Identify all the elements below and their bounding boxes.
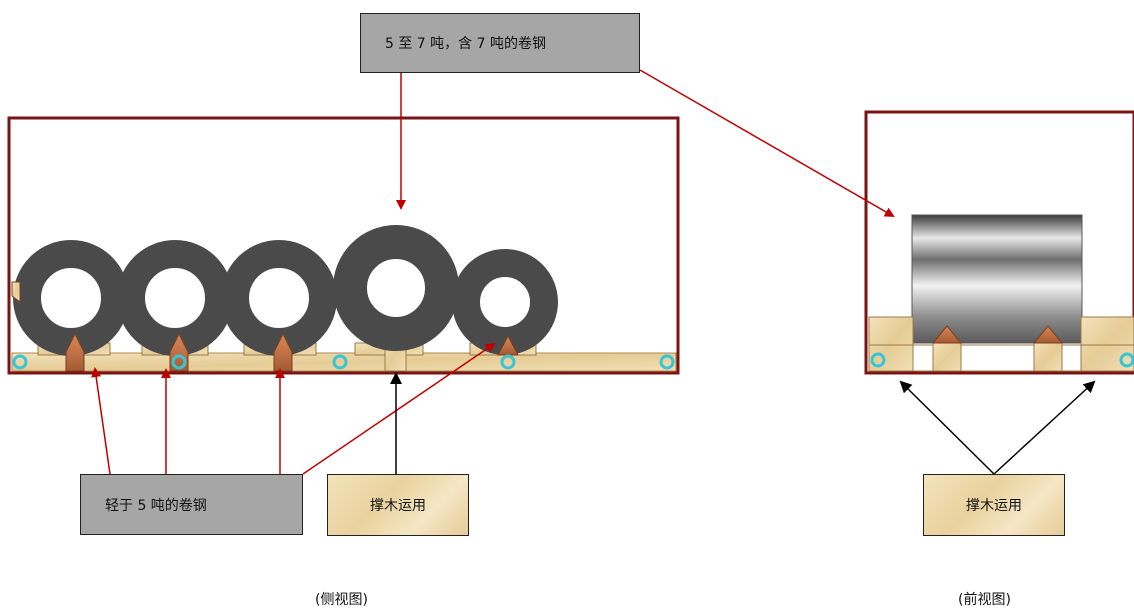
front-lashing-rings xyxy=(870,352,1134,368)
side-view xyxy=(7,116,680,375)
front-view xyxy=(864,110,1134,375)
arrow-heavy-to-front xyxy=(639,69,895,217)
arrow-dunnage-front-right xyxy=(993,380,1096,475)
coil-3 xyxy=(221,240,337,356)
arrow-light-4 xyxy=(302,342,496,475)
caption-front-view: (前视图) xyxy=(958,592,1011,608)
front-coil-drum xyxy=(911,214,1083,344)
front-wedges xyxy=(931,325,1064,344)
coil-4-heavy xyxy=(333,225,459,351)
caption-side-view: (侧视图) xyxy=(315,592,368,608)
side-lashing-rings xyxy=(12,354,675,370)
black-arrows xyxy=(390,372,1096,475)
front-container-frame xyxy=(864,110,1134,375)
arrow-light-1 xyxy=(91,367,111,475)
front-dunnage xyxy=(868,316,1134,372)
arrow-dunnage-front-left xyxy=(899,380,995,475)
label-dunnage-side: 撑木运用 xyxy=(327,474,469,536)
coil-2 xyxy=(117,240,233,356)
coil-5 xyxy=(452,249,558,355)
side-container-frame xyxy=(7,116,680,375)
coil-1 xyxy=(13,240,129,356)
label-dunnage-front: 撑木运用 xyxy=(923,474,1065,536)
side-coils xyxy=(13,225,558,356)
red-arrows xyxy=(91,69,895,475)
label-light-coil: 轻于 5 吨的卷钢 xyxy=(80,474,303,535)
label-heavy-coil: 5 至 7 吨，含 7 吨的卷钢 xyxy=(360,13,640,73)
